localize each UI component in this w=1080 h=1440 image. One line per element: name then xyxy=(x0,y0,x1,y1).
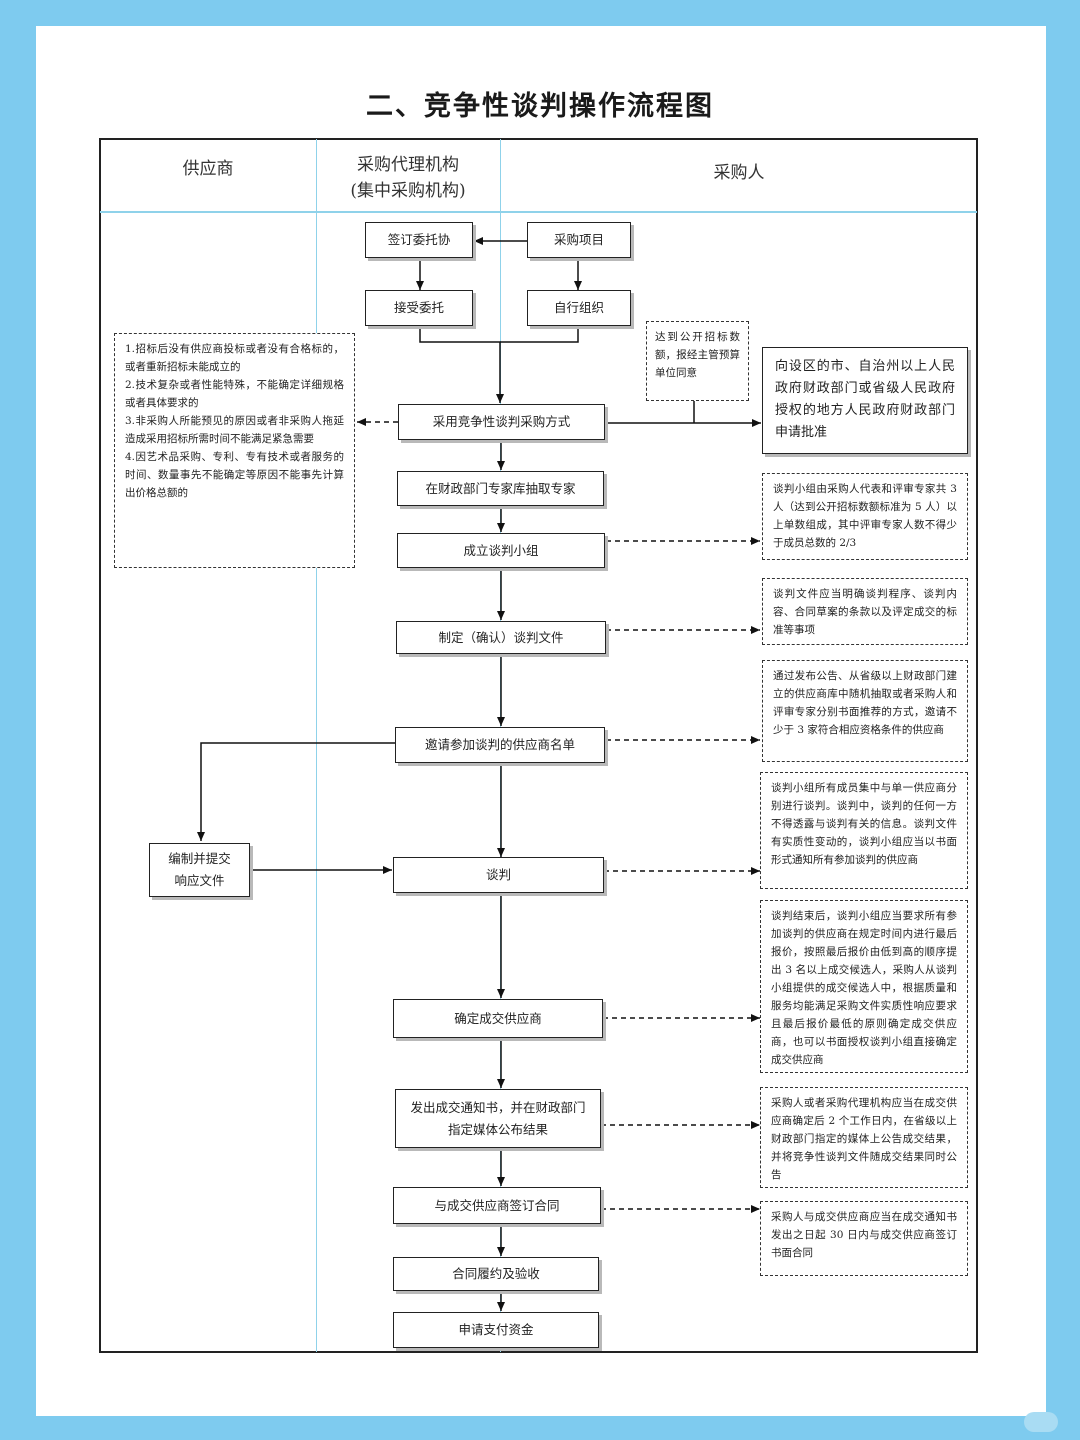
note-conditions: 1.招标后没有供应商投标或者没有合格标的，或者重新招标未能成立的 2.技术复杂或… xyxy=(114,333,355,568)
condition-item: 3.非采购人所能预见的原因或者非采购人拖延造成采用招标所需时间不能满足紧急需要 xyxy=(125,415,344,445)
note-announce-rule: 采购人或者采购代理机构应当在成交供应商确定后 2 个工作日内，在省级以上财政部门… xyxy=(760,1087,968,1188)
watermark-badge xyxy=(1024,1412,1058,1432)
box-issue-notice: 发出成交通知书，并在财政部门指定媒体公布结果 xyxy=(395,1089,601,1148)
page-title: 二、竞争性谈判操作流程图 xyxy=(366,91,714,122)
lane-title-purchaser: 采购人 xyxy=(713,163,765,183)
note-approval: 向设区的市、自治州以上人民政府财政部门或省级人民政府授权的地方人民政府财政部门申… xyxy=(762,347,968,454)
condition-item: 4.因艺术品采购、专利、专有技术或者服务的时间、数量事先不能确定等原因不能事先计… xyxy=(125,451,344,499)
box-make-docs: 制定（确认）谈判文件 xyxy=(396,621,606,654)
box-negotiate: 谈判 xyxy=(393,857,604,893)
box-self-organize: 自行组织 xyxy=(527,290,631,326)
box-invite-list: 邀请参加谈判的供应商名单 xyxy=(395,727,605,763)
lane-divider-supplier-agency xyxy=(316,139,317,1352)
lane-title-agency: 采购代理机构 (集中采购机构) xyxy=(316,152,500,204)
lane-header-divider xyxy=(100,211,977,213)
box-determine-supplier: 确定成交供应商 xyxy=(393,999,603,1038)
box-prepare-response: 编制并提交响应文件 xyxy=(149,843,250,897)
box-sign-contract: 与成交供应商签订合同 xyxy=(393,1187,601,1224)
lane-title-supplier: 供应商 xyxy=(182,159,234,179)
note-final-quote: 谈判结束后，谈判小组应当要求所有参加谈判的供应商在规定时间内进行最后报价，按照最… xyxy=(760,900,968,1073)
box-purchase-project: 采购项目 xyxy=(527,222,631,258)
box-adopt-method: 采用竞争性谈判采购方式 xyxy=(398,404,605,440)
swimlane-frame xyxy=(99,138,978,1353)
box-perform-accept: 合同履约及验收 xyxy=(393,1257,599,1291)
condition-item: 2.技术复杂或者性能特殊，不能确定详细规格或者具体要求的 xyxy=(125,379,344,409)
arrow-accept-to-method xyxy=(419,327,504,403)
note-team-composition: 谈判小组由采购人代表和评审专家共 3 人（达到公开招标数额标准为 5 人）以上单… xyxy=(762,473,968,560)
note-negotiation-rules: 谈判小组所有成员集中与单一供应商分别进行谈判。谈判中，谈判的任何一方不得透露与谈… xyxy=(760,772,968,889)
note-contract-rule: 采购人与成交供应商应当在成交通知书发出之日起 30 日内与成交供应商签订书面合同 xyxy=(760,1201,968,1276)
condition-item: 1.招标后没有供应商投标或者没有合格标的，或者重新招标未能成立的 xyxy=(125,343,344,373)
note-threshold: 达到公开招标数额，报经主管预算单位同意 xyxy=(646,321,749,401)
box-sign-entrust: 签订委托协 xyxy=(365,222,473,258)
box-form-team: 成立谈判小组 xyxy=(397,533,605,568)
note-invite-methods: 通过发布公告、从省级以上财政部门建立的供应商库中随机抽取或者采购人和评审专家分别… xyxy=(762,660,968,762)
lane-title-agency-line2: (集中采购机构) xyxy=(350,181,466,201)
line-self-to-method xyxy=(500,327,579,343)
note-doc-content: 谈判文件应当明确谈判程序、谈判内容、合同草案的条款以及评定成交的标准等事项 xyxy=(762,578,968,645)
box-accept-entrust: 接受委托 xyxy=(365,290,473,326)
box-apply-payment: 申请支付资金 xyxy=(393,1312,599,1348)
arrow-invite-to-response xyxy=(197,742,395,841)
box-extract-experts: 在财政部门专家库抽取专家 xyxy=(397,471,604,506)
lane-title-agency-line1: 采购代理机构 xyxy=(357,155,459,175)
